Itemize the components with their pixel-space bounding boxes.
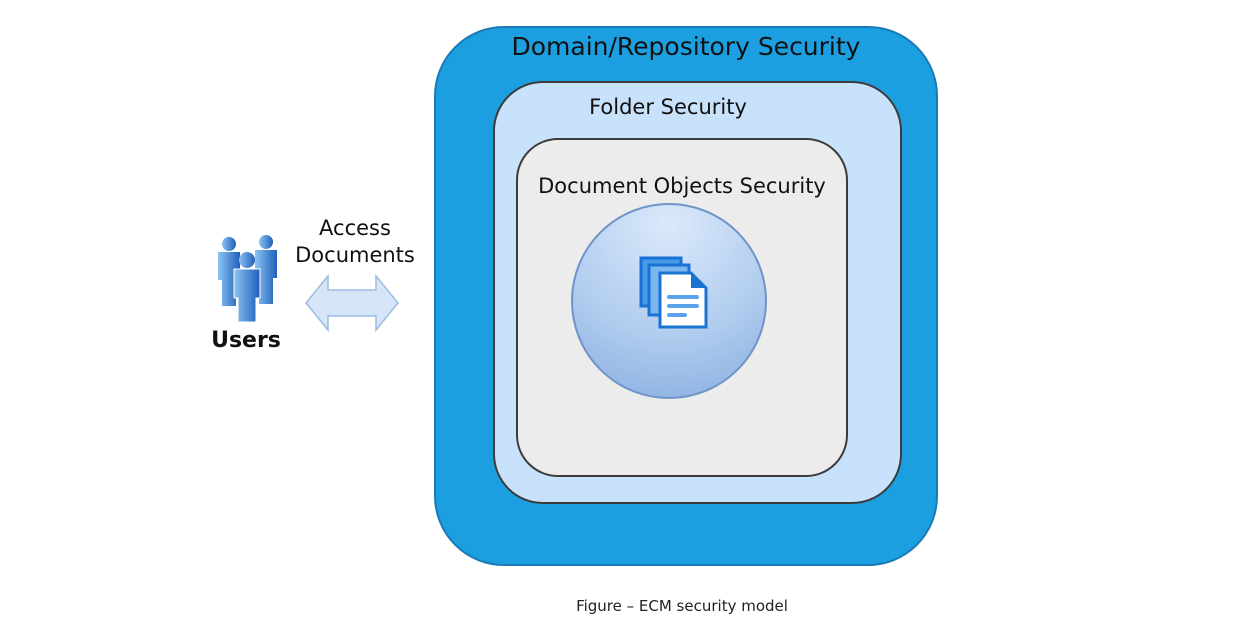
documents-icon [639, 256, 708, 329]
double-arrow-icon [305, 273, 399, 333]
folder-security-label: Folder Security [589, 95, 747, 119]
access-label-line1: Access [319, 216, 391, 240]
domain-repository-security-label: Domain/Repository Security [511, 32, 861, 61]
users-label: Users [211, 328, 281, 353]
document-objects-security-label: Document Objects Security [538, 174, 826, 198]
access-label-line2: Documents [295, 243, 415, 267]
figure-caption: Figure – ECM security model [576, 597, 788, 615]
users-icon [218, 235, 277, 323]
access-documents-label: Access Documents [270, 215, 440, 269]
